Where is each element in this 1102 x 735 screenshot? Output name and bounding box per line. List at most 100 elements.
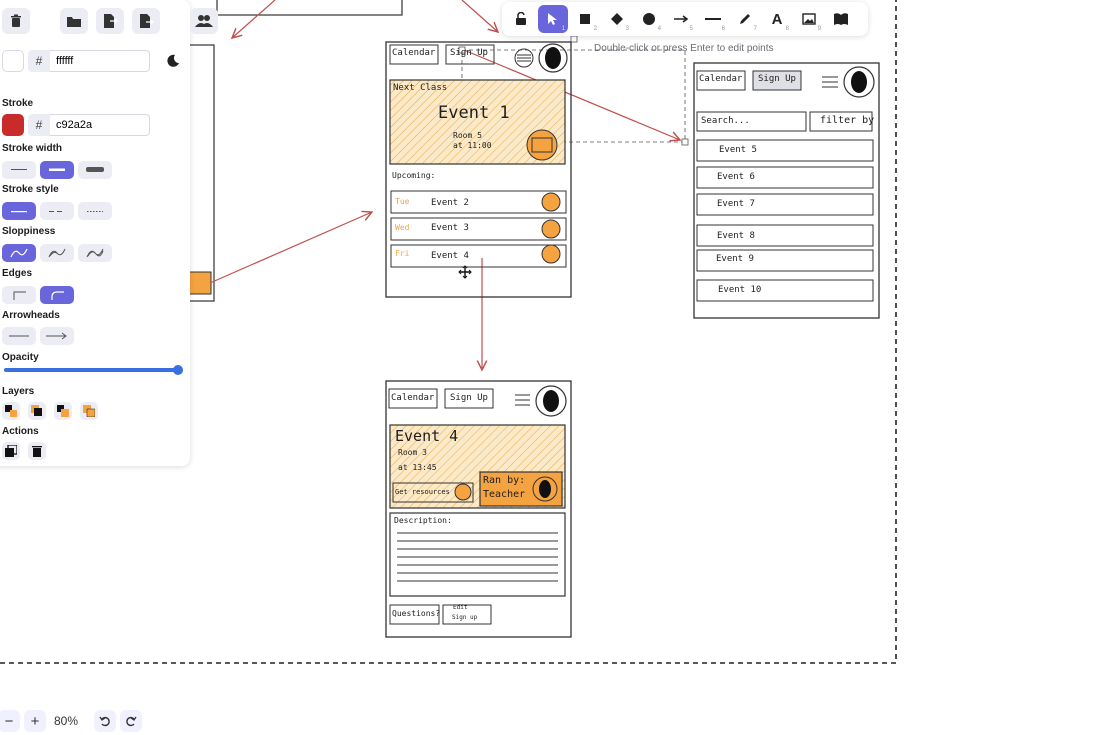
list-signup-label: Sign Up [758,74,796,84]
rectangle-tool-icon[interactable]: 2 [570,5,600,33]
detail-time: at 13:45 [398,463,437,472]
bring-to-front-icon[interactable] [80,402,98,420]
stroke-style-dotted[interactable] [78,202,112,220]
arrow-top-right [461,0,498,32]
diamond-tool-icon[interactable]: 3 [602,5,632,33]
stroke-width-thin[interactable] [2,161,36,179]
list-search-label: Search... [701,116,750,126]
arrowhead-end-arrow[interactable] [40,327,74,345]
stroke-style-title: Stroke style [2,184,59,195]
list-event-7: Event 7 [717,199,755,209]
edit-points-hint: Double-click or press Enter to edit poin… [594,43,774,54]
sloppiness-architect[interactable] [2,244,36,262]
detail-event-title: Event 4 [395,427,459,445]
selection-tool-icon[interactable]: 1 [538,5,568,33]
layers-title: Layers [2,386,35,397]
list-event-5: Event 5 [719,145,757,155]
detail-questions: Questions? [392,609,441,618]
zoom-controls: − + 80% [0,710,143,732]
collaborators-icon[interactable] [190,8,218,34]
main-row2-day: Wed [395,223,410,232]
wireframe-list[interactable] [693,62,880,319]
sloppiness-artist[interactable] [40,244,74,262]
main-event-title: Event 1 [438,103,510,123]
list-calendar-label: Calendar [699,74,743,84]
stroke-hash: # [28,114,50,136]
arrow-tool-icon[interactable]: 5 [666,5,696,33]
delete-icon[interactable] [28,442,46,460]
opacity-title: Opacity [2,352,39,363]
moon-icon[interactable] [166,54,180,68]
library-icon[interactable] [826,5,856,33]
opacity-slider[interactable] [4,365,183,375]
detail-room: Room 3 [398,448,427,457]
actions-title: Actions [2,426,39,437]
main-signup-label: Sign Up [450,48,488,58]
edges-title: Edges [2,268,33,279]
export-image-icon[interactable] [132,8,160,34]
stroke-title: Stroke [2,98,34,109]
main-next-class: Next Class [393,83,448,93]
draw-tool-icon[interactable]: 7 [730,5,760,33]
detail-description: Description: [394,516,452,525]
zoom-in-button[interactable]: + [24,710,46,732]
wireframe-main[interactable] [385,41,572,298]
stroke-width-extra-bold[interactable] [78,161,112,179]
stroke-style-solid[interactable] [2,202,36,220]
zoom-out-button[interactable]: − [0,710,20,732]
stroke-width-bold[interactable] [40,161,74,179]
send-to-back-icon[interactable] [2,402,20,420]
ellipse-tool-icon[interactable]: 4 [634,5,664,33]
wireframe-detail[interactable] [385,380,572,638]
export-file-icon[interactable] [96,8,124,34]
list-event-9: Event 9 [716,254,754,264]
main-room: Room 5 [453,131,482,140]
detail-get-resources: Get resources [395,488,450,496]
move-cursor-icon [458,265,472,279]
zoom-level[interactable]: 80% [54,714,79,728]
list-event-10: Event 10 [718,285,762,295]
main-time: at 11:00 [453,141,492,150]
undo-icon[interactable] [94,710,117,732]
redo-icon[interactable] [120,710,143,732]
list-filter-label: filter by [820,115,875,126]
stroke-hex-input[interactable] [50,114,150,136]
list-event-8: Event 8 [717,231,755,241]
frame-border [0,0,897,664]
send-backward-icon[interactable] [28,402,46,420]
background-hash: # [28,50,50,72]
duplicate-icon[interactable] [2,442,20,460]
main-row1-day: Tue [395,197,410,206]
line-tool-icon[interactable]: 6 [698,5,728,33]
image-tool-icon[interactable]: 9 [794,5,824,33]
detail-signup-label: Sign Up [450,393,488,403]
background-hex-input[interactable] [50,50,150,72]
open-folder-icon[interactable] [60,8,88,34]
stroke-color-swatch[interactable] [2,114,24,136]
partial-wire-top [216,0,403,16]
detail-edit: Edit [453,604,468,611]
edges-round[interactable] [40,286,74,304]
stroke-style-dashed[interactable] [40,202,74,220]
arrow-to-main [209,212,372,284]
lock-icon[interactable] [506,5,536,33]
main-toolbar: 1 2 3 4 5 6 7 A 8 9 [502,2,868,36]
main-row2-event: Event 3 [431,223,469,233]
arrowheads-title: Arrowheads [2,310,60,321]
list-event-6: Event 6 [717,172,755,182]
properties-panel: # Stroke # Stroke width Stroke style Slo… [0,0,218,466]
text-tool-icon[interactable]: A 8 [771,10,789,33]
bring-forward-icon[interactable] [54,402,72,420]
arrow-to-list [463,49,680,140]
detail-ran-by: Ran by: [483,475,526,486]
arrowhead-start-none[interactable] [2,327,36,345]
edges-sharp[interactable] [2,286,36,304]
trash-icon[interactable] [2,8,30,34]
sloppiness-cartoonist[interactable] [78,244,112,262]
main-upcoming: Upcoming: [392,171,436,180]
background-color-swatch[interactable] [2,50,24,72]
main-row1-event: Event 2 [431,198,469,208]
main-row3-day: Fri [395,249,410,258]
